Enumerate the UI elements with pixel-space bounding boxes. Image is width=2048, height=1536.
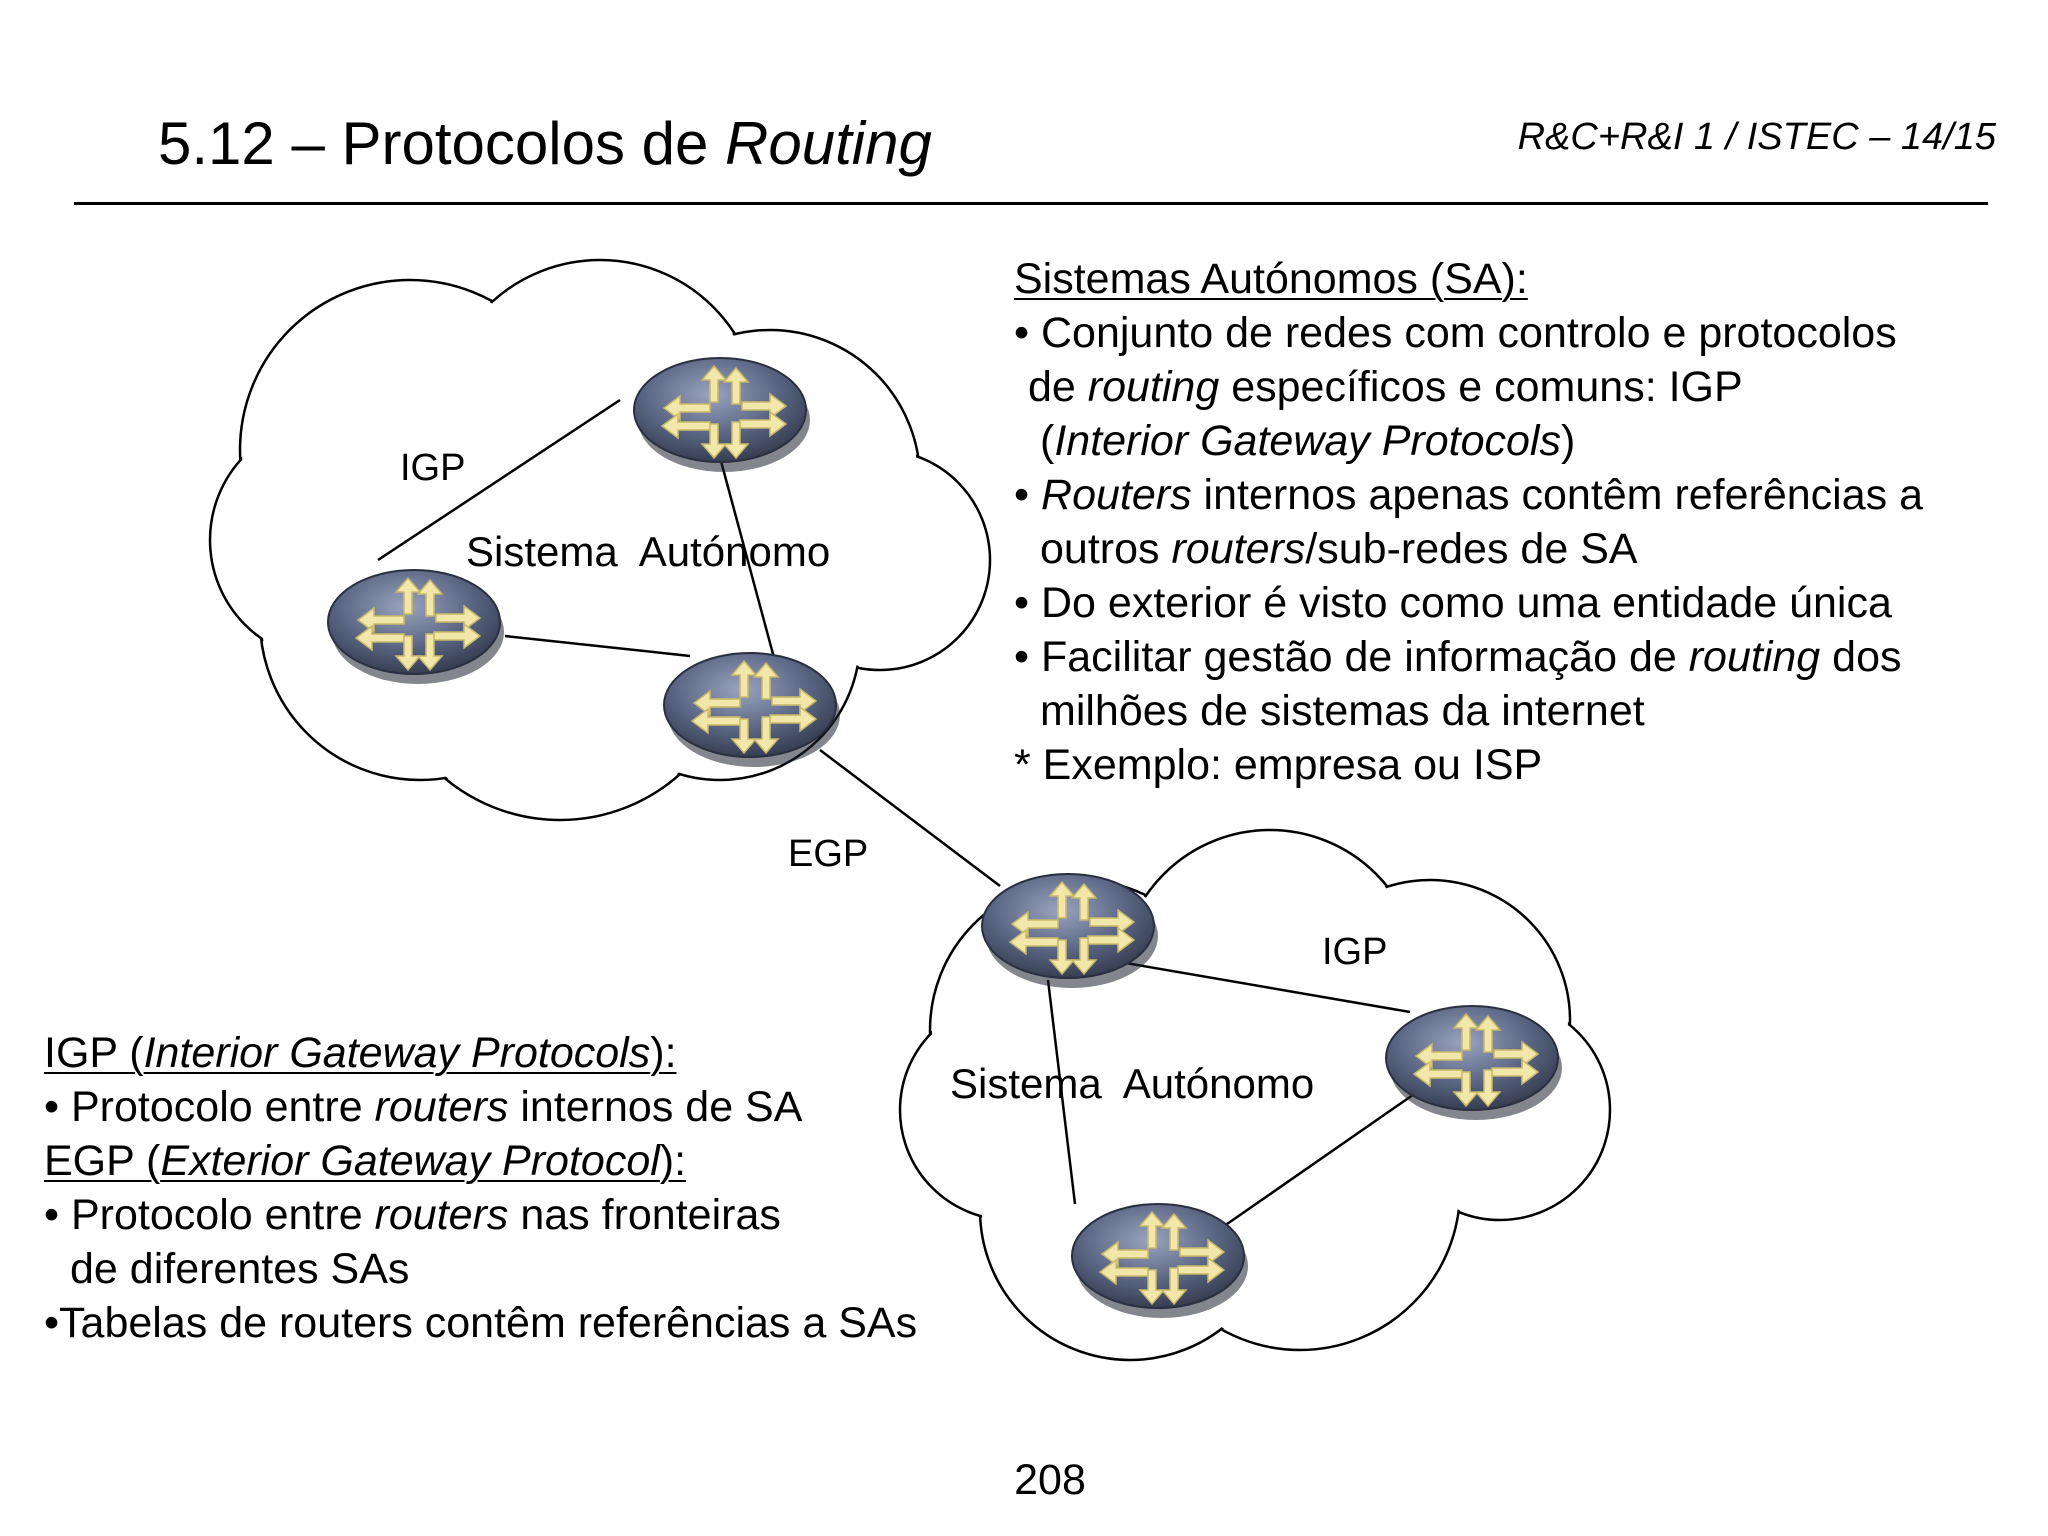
egp-line-3: •Tabelas de routers contêm referências a…: [44, 1299, 918, 1347]
router-icon: [981, 873, 1159, 989]
link-egp: [819, 749, 1001, 887]
sa-line-7: • Facilitar gestão de informação de rout…: [1014, 633, 1902, 681]
label-igp-top: IGP: [400, 447, 465, 489]
router-icon: [633, 357, 811, 473]
label-egp: EGP: [788, 833, 868, 875]
page-number: 208: [1014, 1456, 1086, 1504]
sa-line-2: de routing específicos e comuns: IGP: [1028, 363, 1743, 411]
sa-description: Sistemas Autónomos (SA): • Conjunto de r…: [1014, 252, 1923, 792]
router-icon: [663, 652, 841, 768]
igp-heading: IGP (Interior Gateway Protocols):: [44, 1029, 677, 1077]
header-divider: [74, 202, 1988, 205]
egp-line-1: • Protocolo entre routers nas fronteiras: [44, 1191, 781, 1239]
link-igp-bottom-1: [1119, 960, 1411, 1014]
sa-line-6: • Do exterior é visto como uma entidade …: [1014, 579, 1892, 627]
igp-egp-description: IGP (Interior Gateway Protocols): • Prot…: [44, 1026, 917, 1350]
egp-line-2: de diferentes SAs: [70, 1245, 410, 1293]
igp-line-1: • Protocolo entre routers internos de SA: [44, 1083, 803, 1131]
label-igp-bottom: IGP: [1322, 931, 1387, 973]
sa-heading: Sistemas Autónomos (SA):: [1014, 255, 1528, 303]
link-igp-top-2: [716, 449, 782, 681]
title-italic: Routing: [725, 110, 932, 177]
router-icon: [1071, 1203, 1249, 1319]
course-label: R&C+R&I 1 / ISTEC – 14/15: [1517, 116, 1996, 158]
sa-line-3: (Interior Gateway Protocols): [1040, 417, 1576, 465]
router-icon: [327, 569, 505, 685]
router-icon: [1385, 1005, 1563, 1121]
label-sa-bottom: Sistema Autónomo: [950, 1060, 1314, 1107]
egp-heading: EGP (Exterior Gateway Protocol):: [44, 1137, 687, 1185]
label-sa-top: Sistema Autónomo: [466, 528, 830, 575]
link-igp-top-1: [377, 398, 621, 562]
link-igp-bottom-2: [1046, 979, 1077, 1205]
sa-line-4: • Routers internos apenas contêm referên…: [1014, 471, 1924, 519]
sa-line-9: * Exemplo: empresa ou ISP: [1014, 741, 1543, 789]
sa-line-8: milhões de sistemas da internet: [1040, 687, 1645, 735]
sa-line-1: • Conjunto de redes com controlo e proto…: [1014, 309, 1897, 357]
link-igp-bottom-3: [1203, 1088, 1421, 1242]
title-prefix: 5.12 – Protocolos de: [158, 110, 726, 177]
sa-line-5: outros routers/sub-redes de SA: [1040, 525, 1638, 573]
slide-title: 5.12 – Protocolos de Routing: [158, 108, 932, 180]
link-igp-top-3: [504, 634, 691, 658]
